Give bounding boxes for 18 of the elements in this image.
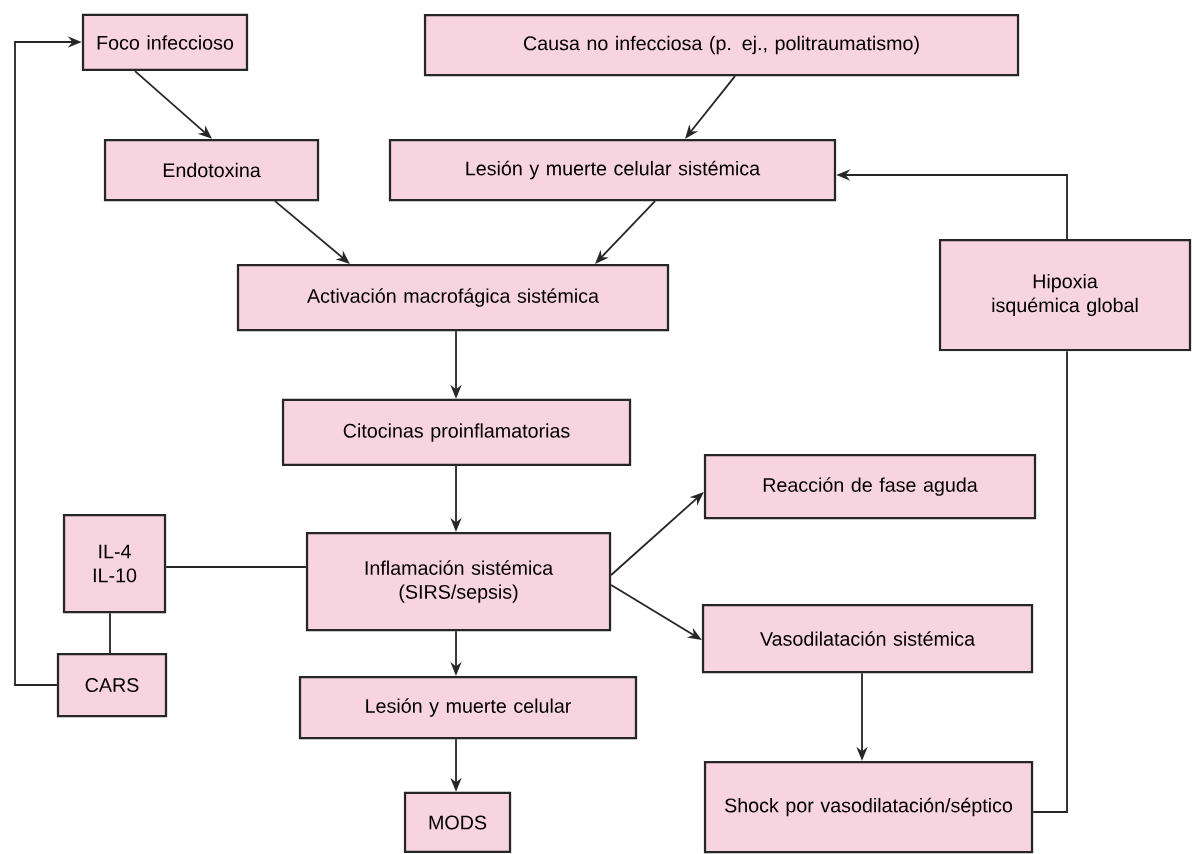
process-box: Activación macrofágica sistémica [236,263,670,332]
process-box: Endotoxina [103,138,320,202]
process-box: Causa no infecciosa (p. ej., politraumatismo) [423,13,1020,77]
process-box: CARS [56,652,168,718]
process-box: Inflamación sistémica (SIRS/sepsis) [305,531,612,632]
arrow [595,200,656,264]
process-box: Citocinas proinflamatorias [281,398,632,467]
process-box: Reacción de fase aguda [703,453,1037,520]
process-box: Lesión y muerte celular sistémica [388,138,837,202]
arrow [274,200,350,264]
process-box: Foco infeccioso [81,13,249,72]
arrow [134,70,212,139]
process-box: IL-4 IL-10 [62,513,167,614]
process-box: Lesión y muerte celular [298,675,638,740]
process-box: Vasodilatación sistémica [701,603,1034,674]
process-box: MODS [403,791,512,854]
process-box: Shock por vasodilatación/séptico [703,760,1034,854]
process-box: Hipoxia isquémica global [938,238,1192,352]
